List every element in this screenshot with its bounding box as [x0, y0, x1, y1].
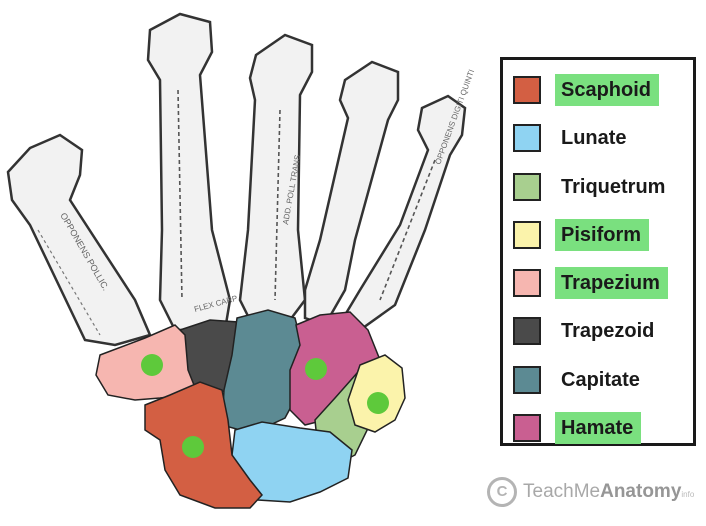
metacarpal-index: FLEX CARP RAD — [148, 14, 257, 330]
marker-scaphoid — [182, 436, 204, 458]
legend-swatch — [513, 317, 541, 345]
marker-hamate — [305, 358, 327, 380]
legend-item: Trapezium — [513, 263, 693, 303]
legend-item: Hamate — [513, 408, 693, 448]
legend-swatch — [513, 76, 541, 104]
legend-label: Pisiform — [555, 219, 649, 251]
legend-item: Triquetrum — [513, 167, 693, 207]
brand-suffix: info — [681, 490, 694, 499]
brand-regular: TeachMe — [523, 481, 600, 502]
metacarpal-thumb: OPPONENS POLLIC. — [8, 135, 150, 345]
legend-swatch — [513, 221, 541, 249]
legend-item: Capitate — [513, 360, 693, 400]
legend-label: Triquetrum — [555, 171, 673, 203]
legend-swatch — [513, 366, 541, 394]
legend-label: Capitate — [555, 364, 648, 396]
copyright-icon: C — [487, 477, 517, 507]
legend-item: Pisiform — [513, 215, 693, 255]
legend-item: Lunate — [513, 118, 693, 158]
metacarpal-middle: ADD. POLL TRANS — [240, 35, 312, 320]
marker-trapezium — [141, 354, 163, 376]
legend-swatch — [513, 124, 541, 152]
legend-item: Scaphoid — [513, 70, 693, 110]
watermark: C TeachMeAnatomyinfo — [487, 475, 694, 509]
legend-label: Scaphoid — [555, 74, 659, 106]
legend-swatch — [513, 173, 541, 201]
marker-pisiform — [367, 392, 389, 414]
legend-label: Trapezoid — [555, 315, 662, 347]
brand-bold: Anatomy — [600, 481, 681, 502]
legend-item: Trapezoid — [513, 311, 693, 351]
legend-swatch — [513, 269, 541, 297]
legend-label: Hamate — [555, 412, 641, 444]
legend-swatch — [513, 414, 541, 442]
hand-bones-illustration: OPPONENS POLLIC. FLEX CARP RAD ADD. POLL… — [0, 0, 500, 526]
legend-label: Lunate — [555, 122, 635, 154]
legend-label: Trapezium — [555, 267, 668, 299]
